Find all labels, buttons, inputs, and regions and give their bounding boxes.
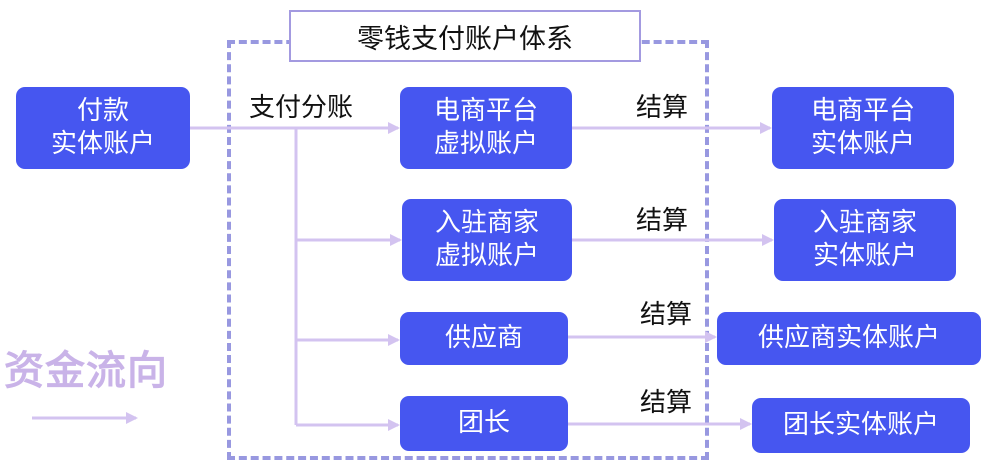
- system-title: 零钱支付账户体系: [289, 10, 641, 62]
- merchant-virtual-line1: 入驻商家: [434, 208, 539, 238]
- leader-label: 团长: [457, 408, 510, 438]
- platform-virtual-line1: 电商平台: [433, 96, 538, 126]
- leader-entity-account: 团长实体账户: [752, 398, 970, 453]
- settle-label-3: 结算: [640, 300, 693, 330]
- supplier-account: 供应商: [400, 312, 568, 365]
- merchant-entity-line1: 入驻商家: [812, 208, 917, 238]
- platform-entity-line2: 实体账户: [810, 129, 915, 159]
- supplier-label: 供应商: [444, 323, 523, 353]
- payer-label-line1: 付款: [76, 96, 129, 126]
- settle-label-1: 结算: [636, 93, 689, 123]
- platform-virtual-line2: 虚拟账户: [433, 129, 538, 159]
- leader-entity-label: 团长实体账户: [782, 410, 939, 440]
- platform-entity-line1: 电商平台: [810, 96, 915, 126]
- supplier-entity-label: 供应商实体账户: [757, 323, 940, 353]
- platform-entity-account: 电商平台 实体账户: [772, 87, 954, 169]
- payer-entity-account: 付款 实体账户: [16, 87, 190, 169]
- settle-label-4: 结算: [640, 388, 693, 418]
- merchant-virtual-line2: 虚拟账户: [434, 241, 539, 271]
- settle-label-2: 结算: [636, 206, 689, 236]
- legend-fund-flow: 资金流向: [4, 348, 168, 394]
- leader-account: 团长: [400, 396, 568, 451]
- platform-virtual-account: 电商平台 虚拟账户: [400, 87, 572, 169]
- merchant-entity-line2: 实体账户: [812, 241, 917, 271]
- merchant-virtual-account: 入驻商家 虚拟账户: [402, 199, 572, 281]
- split-label: 支付分账: [249, 93, 354, 123]
- merchant-entity-account: 入驻商家 实体账户: [774, 199, 956, 281]
- supplier-entity-account: 供应商实体账户: [717, 312, 981, 365]
- payer-label-line2: 实体账户: [50, 129, 155, 159]
